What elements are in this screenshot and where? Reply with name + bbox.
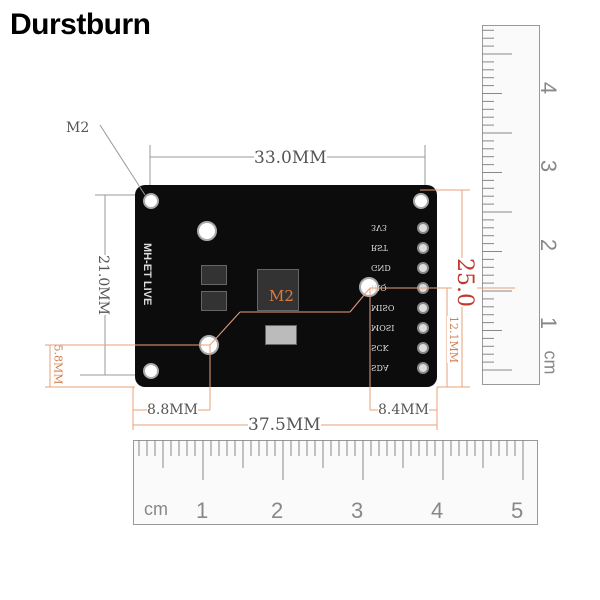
mount-hole [197,221,217,241]
dim-width: 33.0MM [254,148,327,168]
crystal [265,325,297,345]
ruler-unit: cm [144,499,168,519]
dim-hole-offset-left: 8.8MM [147,402,198,418]
ic-chip [257,269,299,311]
dim-corner-hole: M2 [66,120,90,136]
mount-hole [143,193,159,209]
m2-label: M2 [269,287,294,305]
dim-hole-offset-y: 5.8MM [51,344,65,385]
vertical-ruler-ticks [482,29,512,371]
horizontal-ruler-ticks [138,440,524,480]
inductor [201,265,227,285]
vertical-ruler [482,25,540,385]
dim-height: 21.0MM [94,255,111,315]
dim-hole-offset-right: 8.4MM [378,402,429,418]
inductor [201,291,227,311]
ruler-number: 2 [271,498,284,523]
brand-logo: Durstburn [10,8,151,41]
horizontal-ruler [133,440,538,525]
ruler-number: 5 [511,498,524,523]
mount-hole [413,193,429,209]
dim-total-height: 25.0 [451,258,477,307]
dim-total-width: 37.5MM [248,415,321,435]
ruler-number: 3 [351,498,364,523]
mount-hole [143,363,159,379]
ruler-number: 4 [431,498,444,523]
rfid-board: MH-ET LIVE M2 3V3 RST GND IRQ MISO MOSI … [135,185,437,387]
dim-hole-height-right: 12.1MM [447,315,461,364]
mount-hole [359,277,379,297]
ruler-number: 1 [196,498,209,523]
